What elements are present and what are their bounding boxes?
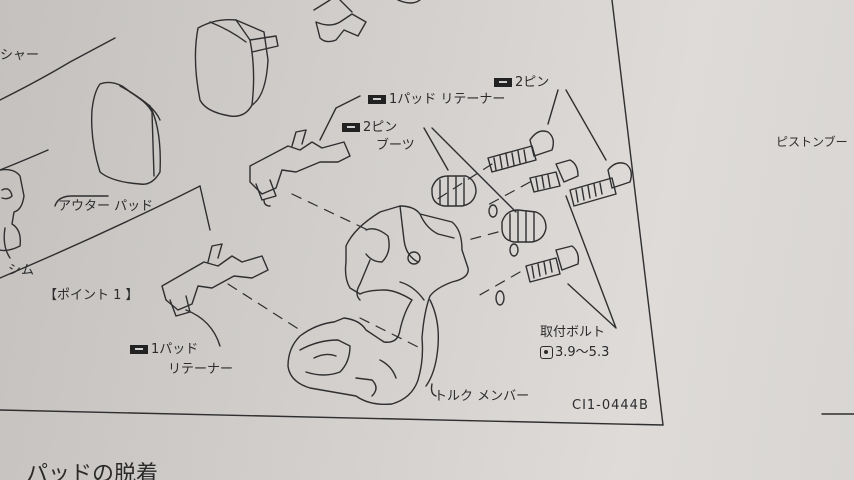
guide-line-pin4 bbox=[477, 271, 521, 297]
mounting-bolt-label: 取付ボルト bbox=[540, 325, 606, 340]
leader-shim bbox=[3, 227, 11, 259]
outer-pad-label: アウター パッド bbox=[58, 199, 154, 214]
torque-spec: 3.9～5.3 bbox=[540, 346, 609, 359]
point-label: 【ポイント 1 】 bbox=[44, 288, 139, 303]
leader-retainer-bottom bbox=[185, 309, 221, 347]
grease-symbol-icon bbox=[494, 78, 512, 87]
guide-line-pin3 bbox=[467, 231, 499, 241]
guide-line-lower bbox=[227, 283, 301, 331]
grease-symbol-icon bbox=[368, 95, 386, 104]
washer-2 bbox=[509, 243, 519, 257]
guide-line-pin2 bbox=[485, 181, 531, 207]
guide-line-pin1 bbox=[435, 163, 493, 201]
washer-3 bbox=[495, 290, 505, 306]
pin-boot-lower bbox=[501, 209, 547, 243]
top-pad-pin bbox=[249, 35, 279, 53]
washer-label: シャー bbox=[0, 48, 40, 63]
top-pad bbox=[194, 18, 255, 117]
outer-pad-backing bbox=[90, 81, 161, 185]
top-clip bbox=[313, 0, 367, 43]
torque-member-body bbox=[287, 205, 469, 406]
bracket-line-2 bbox=[199, 185, 211, 231]
leader-torque-member bbox=[430, 383, 437, 397]
leader-pin-boot bbox=[423, 127, 517, 213]
pad-retainer-bottom-label-1: 1パッド bbox=[130, 343, 198, 356]
guide-line-upper bbox=[291, 193, 373, 233]
mounting-bolt-lower bbox=[525, 245, 580, 283]
pin-top-label: 2ピン bbox=[494, 76, 549, 89]
grease-symbol-icon bbox=[342, 123, 360, 132]
guide-line-center bbox=[359, 317, 421, 349]
pin-boot-label-2: ブーツ bbox=[376, 138, 415, 153]
shim-label: シム bbox=[8, 263, 35, 278]
bracket-line-1 bbox=[0, 185, 201, 279]
pin-lower bbox=[569, 162, 633, 207]
pin-upper bbox=[487, 130, 555, 173]
grease-symbol-icon bbox=[130, 345, 148, 354]
pin-boot-upper bbox=[431, 175, 477, 207]
figure-code: CI1-0444B bbox=[572, 398, 649, 413]
upper-left-part-edge bbox=[0, 37, 116, 101]
leader-bolt bbox=[565, 195, 617, 329]
pad-retainer-top-label: 1パッド リテーナー bbox=[368, 93, 505, 106]
pad-retainer-bottom-label-2: リテーナー bbox=[168, 362, 234, 377]
mounting-bolt-upper bbox=[529, 159, 579, 193]
upper-left-part-edge-2 bbox=[0, 149, 49, 171]
leader-pin-top bbox=[547, 89, 607, 161]
leader-retainer-top bbox=[319, 95, 361, 141]
lower-pad-retainer bbox=[161, 255, 269, 311]
shim bbox=[0, 168, 25, 252]
washer-1 bbox=[488, 204, 498, 218]
frame-bottom-border bbox=[0, 409, 664, 426]
upper-pad-retainer bbox=[249, 141, 351, 195]
section-heading: パッドの脱着 bbox=[26, 462, 159, 480]
piston-boot-label: ピストンブー bbox=[776, 135, 848, 149]
leader-outer-pad bbox=[54, 195, 109, 207]
pin-boot-label-1: 2ピン bbox=[342, 121, 397, 134]
frame-right-border bbox=[611, 0, 664, 426]
torque-wrench-icon bbox=[540, 346, 553, 359]
bolt-hole bbox=[407, 251, 421, 265]
torque-member-label: トルク メンバー bbox=[434, 389, 530, 404]
